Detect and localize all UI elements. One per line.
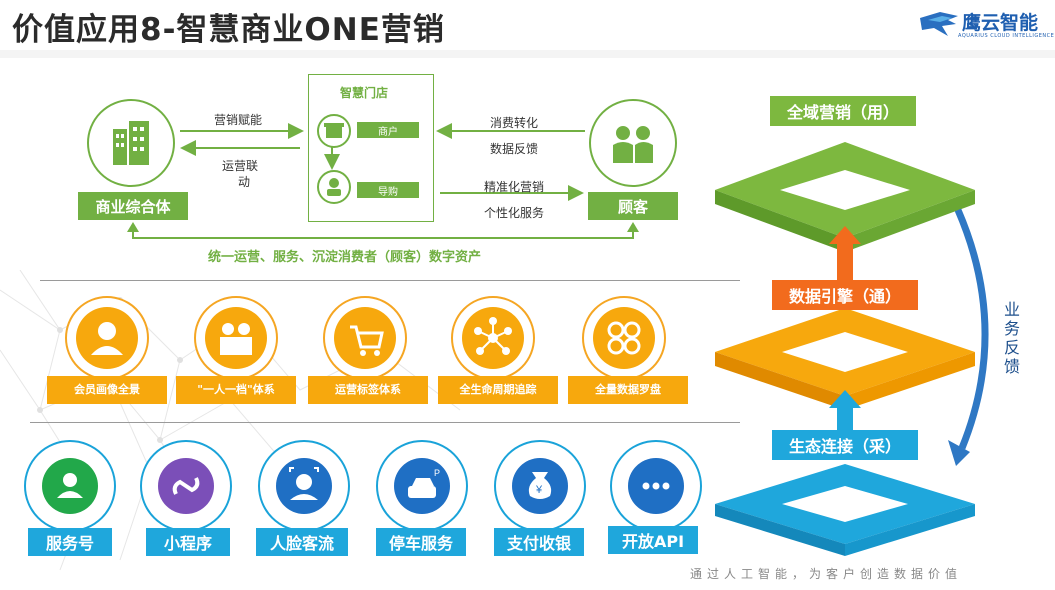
customer-node: 顾客	[588, 192, 678, 220]
linkage-label-2: 动	[238, 175, 251, 189]
blue-layer	[715, 464, 975, 556]
layer-stack-diagram	[715, 142, 989, 556]
section-divider-2	[30, 422, 740, 423]
service-account-circle	[24, 440, 116, 532]
logo-subtitle: AQUARIUS CLOUD INTELLIGENCE	[958, 33, 1055, 39]
open-api-icon	[628, 458, 684, 514]
service-account-icon	[42, 458, 98, 514]
commercial-complex-node: 商业综合体	[78, 192, 188, 220]
lifecycle-circle	[451, 296, 535, 380]
svg-text:¥: ¥	[535, 484, 543, 496]
guide-label: 导购	[357, 182, 419, 198]
consume-convert-label: 消费转化	[490, 116, 539, 130]
data-compass-icon	[607, 321, 641, 355]
shopping-guide-icon	[327, 178, 341, 196]
face-traffic-label: 人脸客流	[256, 528, 348, 556]
store-title: 智慧门店	[340, 86, 389, 100]
tag-label: 运营标签体系	[308, 376, 428, 404]
logo	[918, 6, 1048, 46]
lifecycle-label: 全生命周期追踪	[438, 376, 558, 404]
one-person-one-file-icon	[220, 323, 252, 355]
customers-icon	[613, 126, 653, 163]
footer-slogan: 通过人工智能，为客户创造数据价值	[690, 567, 963, 581]
compass-circle	[582, 296, 666, 380]
commercial-complex-circle	[87, 99, 175, 187]
svg-text:P: P	[434, 468, 440, 478]
service-account-label: 服务号	[28, 528, 112, 556]
mini-program-circle	[140, 440, 232, 532]
customer-circle	[589, 99, 677, 187]
lifecycle-network-icon	[474, 317, 512, 355]
compass-label: 全量数据罗盘	[568, 376, 688, 404]
mini-program-label: 小程序	[146, 528, 230, 556]
green-layer	[715, 142, 975, 252]
layer-bottom-label: 生态连接（采）	[772, 430, 918, 460]
open-api-circle	[610, 440, 702, 532]
merchant-label: 商户	[357, 122, 419, 138]
linkage-label: 运营联	[222, 159, 259, 173]
face-traffic-icon	[276, 458, 332, 514]
precise-marketing-label: 精准化营销	[484, 180, 545, 194]
member-profile-icon	[91, 322, 123, 355]
tag-circle	[323, 296, 407, 380]
payment-icon: ¥	[512, 458, 568, 514]
shopping-cart-icon	[350, 325, 384, 356]
top-diagram-arrows	[127, 123, 639, 239]
guide-circle	[317, 170, 351, 204]
payment-label: 支付收银	[494, 528, 584, 556]
parking-icon: P	[394, 458, 450, 514]
personal-service-label: 个性化服务	[484, 206, 545, 220]
layer-top-label: 全域营销（用）	[770, 96, 916, 126]
orange-layer	[715, 308, 975, 410]
data-feedback-label: 数据反馈	[490, 142, 539, 156]
eagle-logo-icon	[920, 12, 958, 36]
parking-label: 停车服务	[376, 528, 466, 556]
building-icon	[113, 121, 149, 165]
feedback-label: 业务反馈	[1003, 300, 1020, 376]
face-traffic-circle	[258, 440, 350, 532]
file-label: "一人一档"体系	[176, 376, 296, 404]
payment-circle: ¥	[494, 440, 586, 532]
layer-middle-label: 数据引擎（通）	[772, 280, 918, 310]
title-divider	[0, 50, 1055, 58]
digital-asset-caption: 统一运营、服务、沉淀消费者（顾客）数字资产	[208, 250, 482, 265]
logo-text: 鹰云智能	[962, 12, 1039, 34]
member-label: 会员画像全景	[47, 376, 167, 404]
empower-label: 营销赋能	[214, 113, 263, 127]
mini-program-icon	[158, 458, 214, 514]
section-divider-1	[40, 280, 740, 281]
merchant-circle	[317, 114, 351, 148]
parking-circle: P	[376, 440, 468, 532]
page-title: 价值应用8-智慧商业ONE营销	[12, 12, 445, 48]
file-circle	[194, 296, 278, 380]
open-api-label: 开放API	[608, 526, 698, 554]
member-circle	[65, 296, 149, 380]
shop-icon	[324, 123, 344, 138]
